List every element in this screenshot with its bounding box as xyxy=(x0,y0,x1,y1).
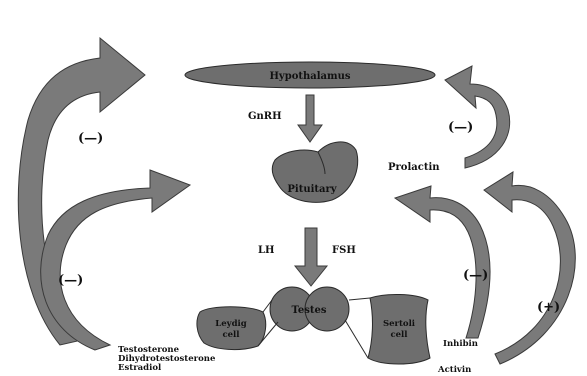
fsh-label: FSH xyxy=(332,245,356,256)
pituitary-label: Pituitary xyxy=(287,184,337,195)
gnrh-label: GnRH xyxy=(248,111,282,122)
hypothalamus-label: Hypothalamus xyxy=(269,71,350,82)
prolactin-feedback-arrow xyxy=(445,66,510,168)
leydig-label-line2: cell xyxy=(222,330,240,340)
leydig-label-line1: Leydig xyxy=(215,319,246,329)
sertoli-label-line2: cell xyxy=(390,330,408,340)
inhibin-label: Inhibin xyxy=(443,339,478,349)
inner-left-inhibition-sign: (—) xyxy=(58,273,83,288)
lh-fsh-arrow xyxy=(295,228,327,286)
sertoli-connector-top xyxy=(349,298,370,300)
activin-label: Activin xyxy=(437,365,471,375)
outer-left-inhibition-sign: (—) xyxy=(78,131,103,146)
estradiol-label: Estradiol xyxy=(118,363,162,373)
lh-label: LH xyxy=(258,245,274,256)
sertoli-connector-bottom xyxy=(345,320,368,358)
testes-label: Testes xyxy=(292,305,327,316)
activin-feedback-arrow xyxy=(484,172,575,364)
inhibin-inhibition-sign: (—) xyxy=(463,268,488,283)
prolactin-label: Prolactin xyxy=(388,162,440,173)
prolactin-inhibition-sign: (—) xyxy=(448,120,473,135)
gnrh-arrow xyxy=(298,95,322,142)
sertoli-label-line1: Sertoli xyxy=(383,319,416,329)
activin-stimulation-sign: (+) xyxy=(537,300,560,315)
androgen-inner-feedback-arrow xyxy=(41,170,190,350)
